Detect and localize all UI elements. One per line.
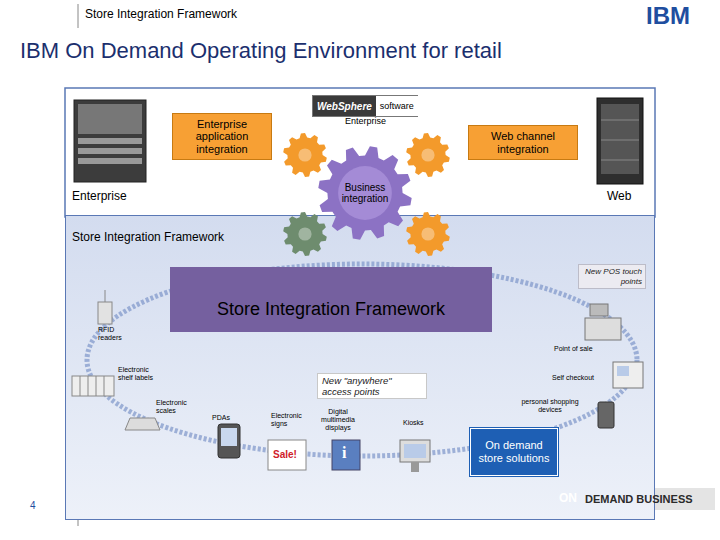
node-text: software	[376, 96, 418, 116]
header-bar	[78, 4, 79, 28]
integration-box: Web channel integration	[468, 125, 578, 160]
device-body	[218, 424, 240, 458]
node-text: New "anywhere" access points	[322, 375, 422, 398]
integration-box: Enterprise application integration	[172, 113, 272, 160]
device-screen	[404, 444, 426, 458]
self-checkout	[613, 362, 643, 388]
gear-symbol	[283, 133, 327, 177]
node-text: Store Integration Framework	[217, 299, 445, 320]
label-text: Electronic scales	[156, 399, 190, 415]
device-screen	[590, 304, 608, 316]
shelf-label	[72, 376, 114, 396]
device-line	[96, 376, 97, 396]
device-screen	[617, 366, 629, 376]
pda-symbol	[218, 424, 240, 458]
shopping-device	[598, 402, 614, 428]
label-text: PDAs	[212, 414, 230, 422]
gear-text-holder: Business integration	[317, 145, 413, 241]
device-body	[400, 440, 430, 462]
callout-box: New "anywhere" access points	[317, 373, 427, 399]
business-gear: Business integration	[317, 145, 413, 241]
label-text: Web	[607, 190, 631, 204]
slide-title: IBM On Demand Operating Environment for …	[20, 38, 502, 64]
gear-symbol	[318, 146, 411, 239]
device-line	[88, 376, 89, 396]
server-panel	[78, 104, 142, 134]
server-body	[74, 100, 146, 182]
device-line	[80, 376, 81, 396]
server-slot	[78, 148, 142, 154]
label-text: personal shopping devices	[518, 398, 582, 414]
server-panel	[601, 104, 639, 174]
gear-symbol	[406, 133, 450, 177]
sale-sign	[268, 440, 306, 470]
label-text: Enterprise	[72, 190, 127, 204]
server-line	[601, 120, 639, 121]
info-sign	[332, 440, 360, 470]
callout-box: New POS touch points	[578, 264, 646, 289]
label-text: Electronic signs	[271, 412, 305, 428]
label-text: Enterprise	[345, 116, 386, 126]
node-text: New POS touch points	[582, 267, 642, 286]
label-text: Digital multimedia displays	[320, 408, 356, 432]
framework-box: Store Integration Framework	[170, 267, 492, 332]
enterprise-server	[74, 100, 146, 182]
device-body	[613, 362, 643, 388]
server-body	[597, 98, 643, 184]
gear-hub	[421, 227, 434, 240]
server-line	[601, 140, 639, 141]
label-text: DEMAND BUSINESS	[585, 493, 693, 506]
device-body	[585, 318, 621, 340]
device-stand	[411, 462, 419, 472]
label-text: Store Integration Framework	[85, 8, 237, 22]
antenna	[105, 290, 106, 302]
websphere-logo: WebSpheresoftware	[312, 95, 418, 117]
label-text: i	[342, 444, 346, 462]
device-screen	[221, 428, 237, 446]
node-text: Web channel integration	[471, 130, 575, 155]
node-text: Enterprise application integration	[175, 118, 269, 156]
scale-symbol	[125, 418, 160, 430]
label-text: Self checkout	[552, 374, 594, 382]
store-band: Store Integration FrameworkStore Integra…	[65, 215, 655, 520]
label-text: ON	[559, 492, 577, 506]
label-text: IBM	[646, 2, 690, 30]
node-text: Business integration	[331, 182, 399, 205]
gear-hub	[298, 227, 311, 240]
node-text: WebSphere	[313, 96, 376, 116]
device-body	[72, 376, 114, 396]
label-text: Sale!	[273, 449, 297, 461]
top-frame	[65, 88, 655, 217]
server-slot	[78, 158, 142, 164]
label-text: Point of sale	[554, 345, 593, 353]
label-text: 4	[30, 500, 36, 512]
label-text: Electronic shelf labels	[118, 366, 160, 382]
solutions-box: On demand store solutions	[470, 428, 558, 476]
label-text: RFID readers	[98, 326, 126, 342]
device-line	[104, 376, 105, 396]
node-text: On demand store solutions	[473, 439, 555, 464]
device-body	[98, 302, 112, 324]
server-slot	[78, 138, 142, 144]
gear-hub	[421, 148, 434, 161]
gear-hub	[298, 148, 311, 161]
server-line	[601, 160, 639, 161]
label-text: Kiosks	[403, 419, 424, 427]
web-server	[597, 98, 643, 184]
